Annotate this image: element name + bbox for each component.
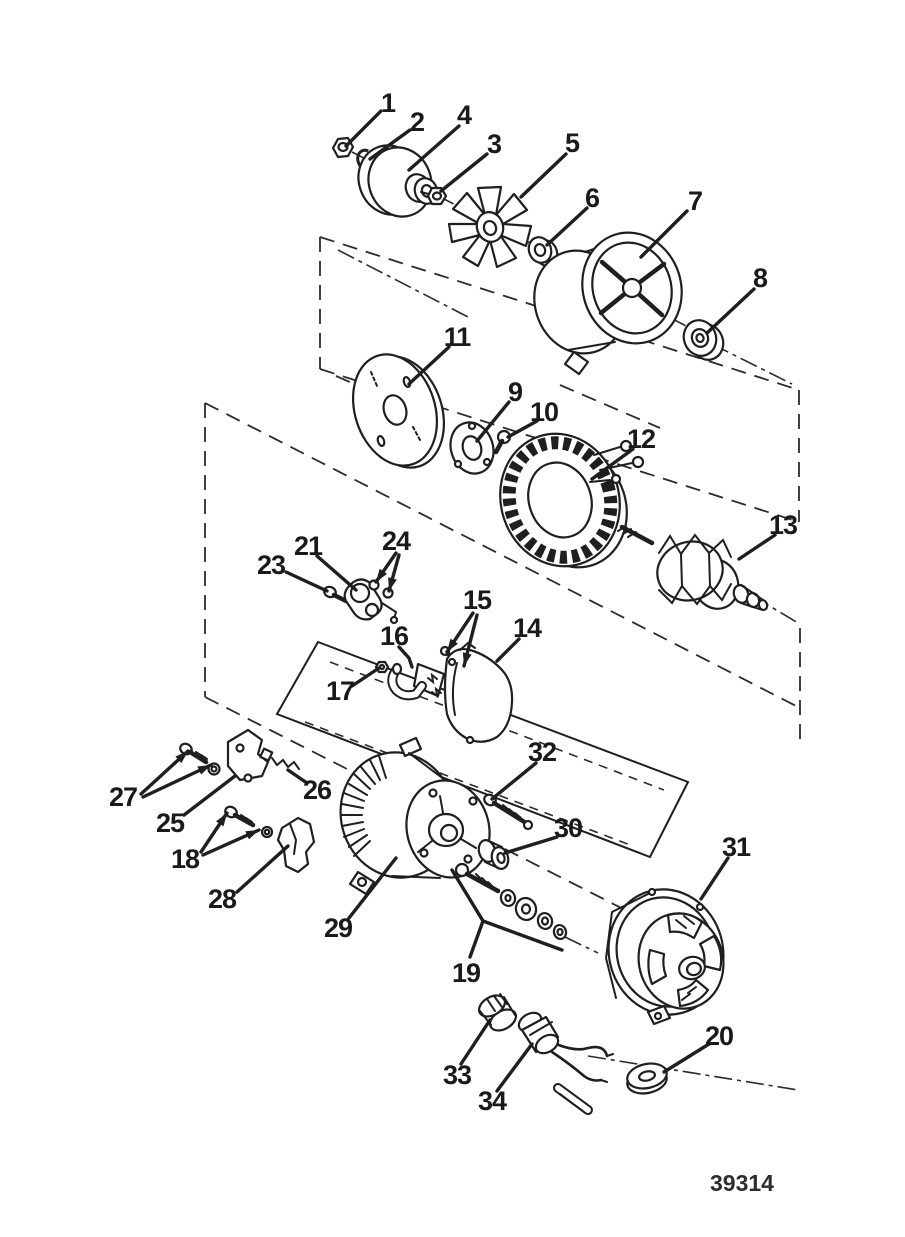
callout-31-label: 31 bbox=[722, 832, 751, 862]
callout-14-label: 14 bbox=[513, 613, 542, 643]
temperature-sensor-drawing bbox=[517, 1011, 614, 1083]
through-bolt-drawing bbox=[483, 793, 534, 831]
callout-11-leader bbox=[407, 345, 451, 386]
callout-21-label: 21 bbox=[294, 531, 323, 561]
brush-spring-drawing bbox=[259, 747, 300, 770]
brush-bracket-drawing bbox=[226, 728, 270, 783]
callout-14-leader bbox=[495, 637, 521, 663]
baffle-disc-drawing bbox=[351, 353, 446, 469]
drawing-number: 39314 bbox=[710, 1170, 774, 1196]
retainer-screw-drawing bbox=[493, 429, 512, 455]
callout-7-label: 7 bbox=[688, 186, 702, 216]
leader-arrowhead bbox=[376, 568, 388, 582]
callout-1-label: 1 bbox=[381, 88, 396, 118]
leader-arrowhead bbox=[447, 638, 458, 652]
callout-17-leader bbox=[350, 666, 381, 688]
callout-10-leader bbox=[506, 419, 539, 439]
callout-8-label: 8 bbox=[753, 263, 768, 293]
drive-end-frame-drawing bbox=[533, 231, 683, 376]
regulator-screw-drawing bbox=[323, 585, 349, 604]
callout-25-leader bbox=[182, 774, 237, 817]
callout-34-label: 34 bbox=[478, 1086, 507, 1116]
callout-29-leader bbox=[347, 856, 398, 920]
callout-32-leader bbox=[490, 761, 538, 801]
leader-lines bbox=[139, 109, 777, 1093]
end-cover-plate-drawing bbox=[443, 641, 514, 745]
callout-19-label: 19 bbox=[452, 958, 481, 988]
callout-9-leader bbox=[475, 400, 511, 443]
callout-4-label: 4 bbox=[457, 100, 472, 130]
callout-1-leader bbox=[344, 109, 383, 148]
callout-labels: 1 2 4 3 5 6 7 8 11 9 10 12 13 14 15 16 1… bbox=[109, 88, 799, 1116]
callout-9-label: 9 bbox=[508, 377, 523, 407]
terminal-stack-drawing bbox=[454, 862, 568, 941]
callout-17-label: 17 bbox=[326, 676, 354, 706]
rotor-drawing bbox=[617, 524, 769, 612]
fan-drawing bbox=[447, 185, 533, 269]
leader-arrowhead bbox=[462, 652, 472, 666]
callout-10-label: 10 bbox=[530, 397, 558, 427]
callout-19-leader bbox=[450, 868, 564, 959]
callout-29-label: 29 bbox=[324, 913, 353, 943]
callout-28-leader bbox=[235, 844, 290, 894]
bearing-retainer-drawing bbox=[449, 421, 495, 475]
callout-13-leader bbox=[737, 533, 777, 561]
callout-27-label: 27 bbox=[109, 782, 137, 812]
callout-6-label: 6 bbox=[585, 183, 600, 213]
callout-23-label: 23 bbox=[257, 550, 286, 580]
callout-24-label: 24 bbox=[382, 526, 411, 556]
callout-28-label: 28 bbox=[208, 884, 237, 914]
callout-7-leader bbox=[639, 209, 689, 259]
callout-5-label: 5 bbox=[565, 128, 580, 158]
cover-nut-drawing bbox=[260, 825, 274, 839]
callout-34-leader bbox=[495, 1042, 534, 1093]
callout-16-leader bbox=[397, 645, 414, 669]
leader-arrowhead bbox=[216, 813, 227, 827]
callout-15-label: 15 bbox=[463, 585, 492, 615]
callout-25-label: 25 bbox=[156, 808, 185, 838]
callout-5-leader bbox=[519, 152, 568, 199]
callout-12-label: 12 bbox=[627, 424, 655, 454]
callout-3-leader bbox=[439, 152, 489, 193]
callout-20-label: 20 bbox=[705, 1021, 733, 1051]
leader-arrowhead bbox=[175, 751, 188, 764]
callout-13-label: 13 bbox=[769, 510, 798, 540]
callout-33-leader bbox=[459, 1018, 492, 1066]
callout-26-leader bbox=[286, 768, 309, 785]
callout-8-leader bbox=[705, 287, 756, 335]
callout-21-leader bbox=[315, 554, 358, 592]
brush-cover-drawing bbox=[276, 816, 316, 874]
rear-end-cover-drawing bbox=[605, 887, 725, 1026]
leader-arrowhead bbox=[388, 577, 397, 591]
brush-holder-drawing bbox=[387, 662, 446, 701]
callout-30-leader bbox=[503, 835, 559, 855]
bearing-drawing bbox=[682, 319, 725, 361]
callout-16-label: 16 bbox=[380, 621, 409, 651]
washer-drawing bbox=[626, 1062, 668, 1095]
leader-arrowhead bbox=[197, 765, 211, 775]
callout-33-label: 33 bbox=[443, 1060, 472, 1090]
callout-12-leader bbox=[590, 447, 635, 481]
leader-arrowhead bbox=[245, 830, 259, 840]
callout-6-leader bbox=[545, 206, 589, 247]
rectifier-housing-drawing bbox=[339, 736, 491, 896]
terminal-cap-drawing bbox=[477, 993, 518, 1032]
callout-2-label: 2 bbox=[410, 107, 424, 137]
callout-4-leader bbox=[407, 124, 461, 172]
callout-30-label: 30 bbox=[554, 813, 582, 843]
callout-11-label: 11 bbox=[444, 322, 472, 352]
callout-18-label: 18 bbox=[171, 844, 200, 874]
callout-31-leader bbox=[699, 856, 730, 901]
callout-26-label: 26 bbox=[303, 775, 332, 805]
callout-2-leader bbox=[368, 128, 412, 161]
stator-drawing bbox=[499, 432, 645, 569]
callout-23-leader bbox=[284, 570, 329, 593]
callout-32-label: 32 bbox=[528, 737, 556, 767]
cover-screw-drawing bbox=[224, 805, 256, 828]
callout-20-leader bbox=[662, 1042, 711, 1074]
insulator-tube-drawing bbox=[553, 1083, 593, 1115]
callout-3-label: 3 bbox=[487, 129, 502, 159]
